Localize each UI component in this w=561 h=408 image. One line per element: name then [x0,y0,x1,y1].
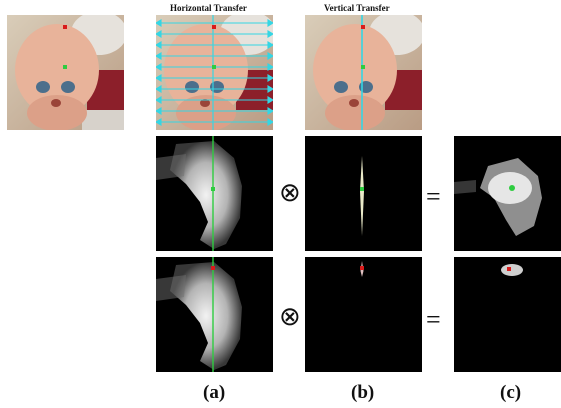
result-map-green [454,136,561,251]
equals-operator-row2: = [426,182,441,211]
equals-operator-row3: = [426,305,441,334]
horizontal-transfer-title: Horizontal Transfer [170,3,247,13]
tensor-operator-row3: ⊗ [279,302,301,331]
horizontal-transfer-image [156,15,273,130]
vertical-response-green [305,136,422,251]
horizontal-response-green [156,136,273,251]
tensor-operator-row2: ⊗ [279,178,301,207]
label-a: (a) [203,382,226,403]
label-b: (b) [351,382,375,403]
vertical-transfer-title: Vertical Transfer [324,3,390,13]
source-doll-image [7,15,124,130]
result-map-red [454,257,561,372]
label-c: (c) [500,382,522,403]
vertical-response-red [305,257,422,372]
vertical-transfer-image [305,15,422,130]
horizontal-response-red [156,257,273,372]
